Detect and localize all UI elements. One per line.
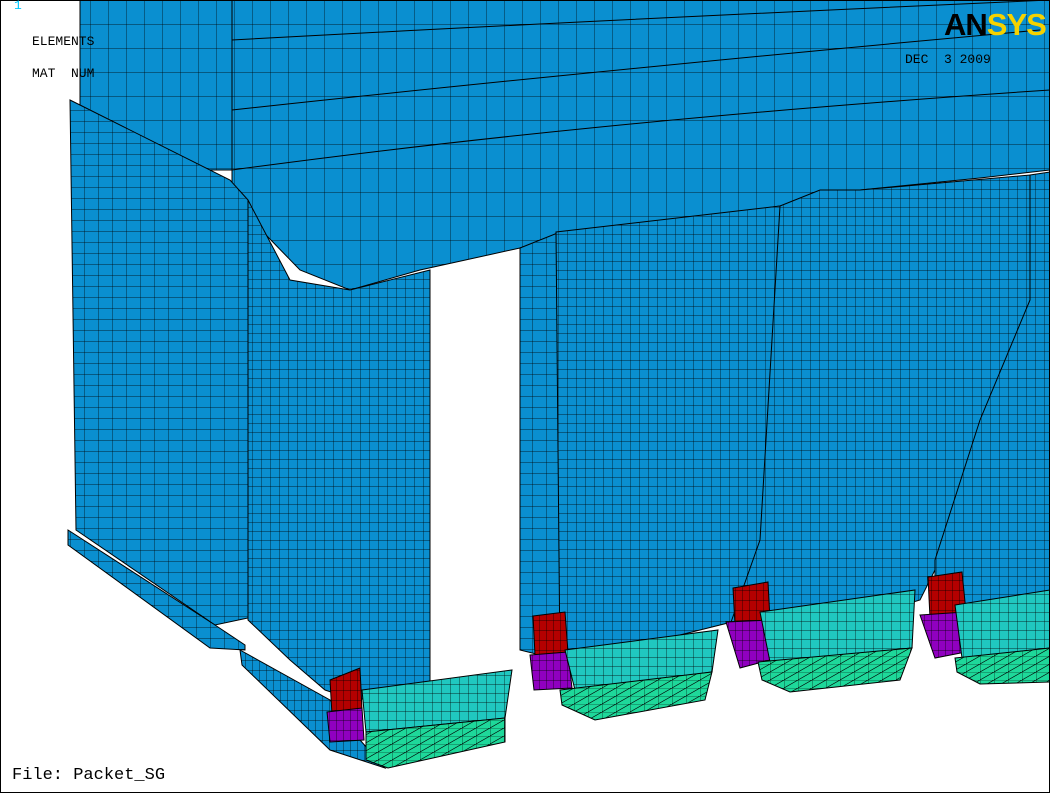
file-label: File: Packet_SG: [12, 766, 166, 785]
logo-text-a: AN: [944, 7, 988, 42]
date-stamp: DEC 3 2009: [905, 52, 991, 67]
logo-text-b: SYS: [986, 7, 1047, 42]
window-number: 1: [14, 0, 22, 13]
numbering-label: MAT NUM: [32, 66, 95, 81]
tooth-4: [919, 171, 1050, 685]
tooth-2: [519, 205, 781, 721]
tooth-1: [239, 199, 513, 770]
ansys-logo: ANSYS: [944, 7, 1047, 42]
side-block: [67, 99, 249, 651]
plot-type-label: ELEMENTS: [32, 34, 95, 49]
